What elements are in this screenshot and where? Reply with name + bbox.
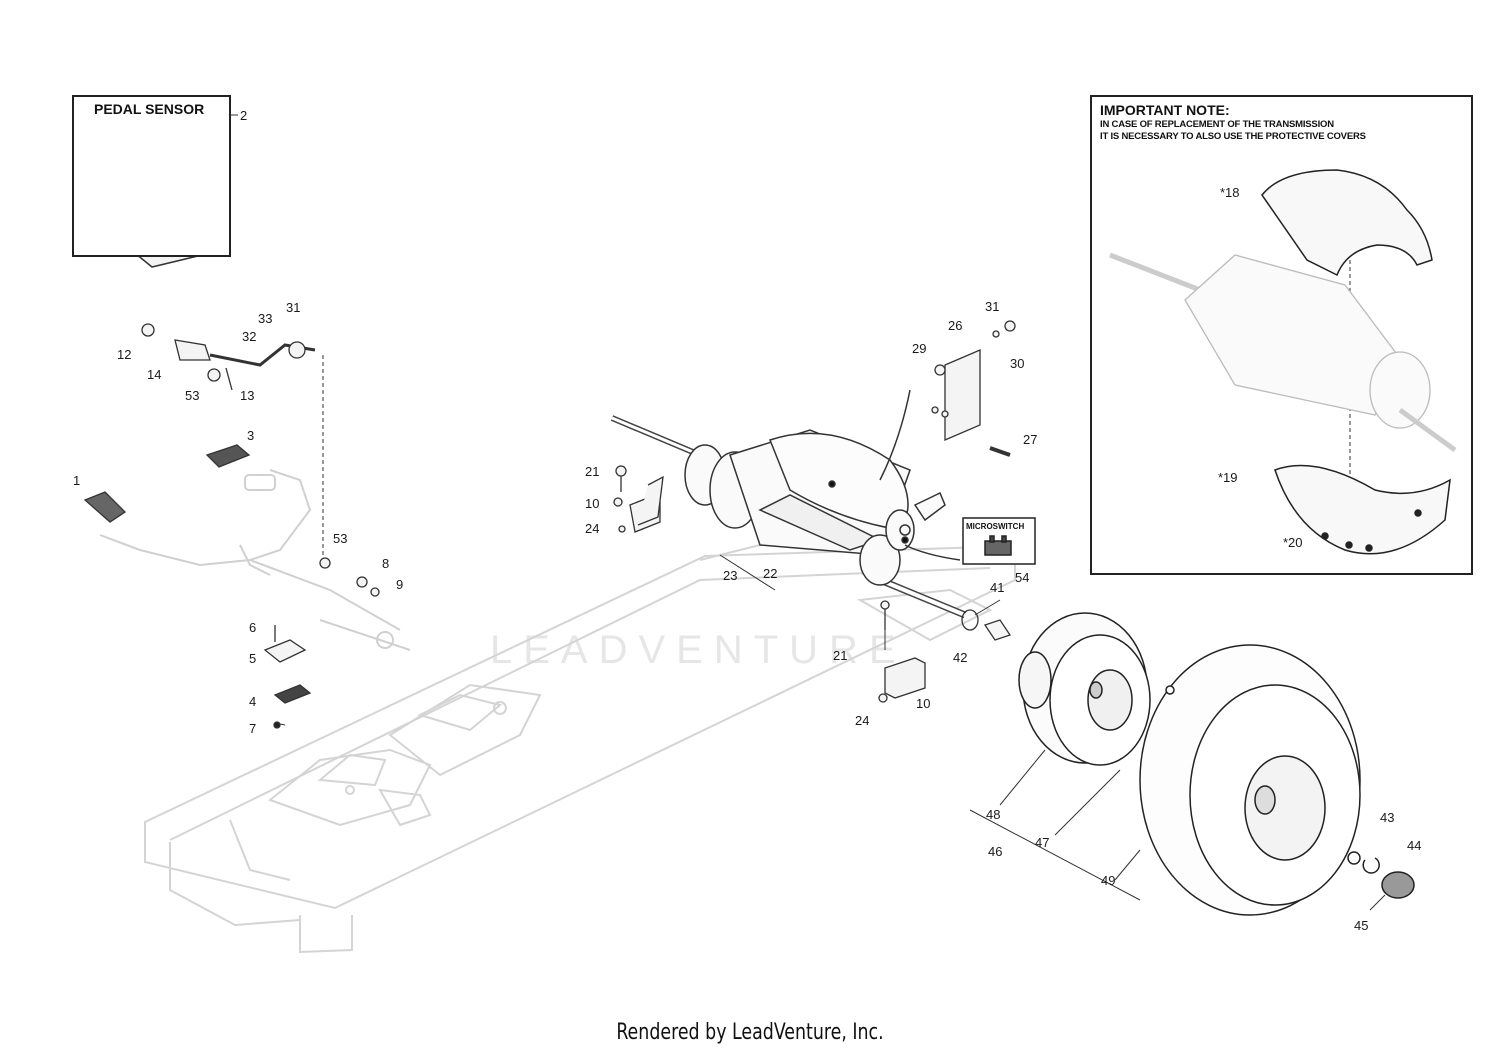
callout-27: 27 bbox=[1023, 432, 1038, 447]
footer-credit: Rendered by LeadVenture, Inc. bbox=[616, 1020, 884, 1045]
callout-12: 12 bbox=[117, 347, 132, 362]
callout-26: 26 bbox=[948, 318, 963, 333]
callout-10a: 10 bbox=[585, 496, 600, 511]
important-note-box: IMPORTANT NOTE: IN CASE OF REPLACEMENT O… bbox=[1090, 95, 1473, 575]
pedal-sensor-box: PEDAL SENSOR bbox=[72, 95, 231, 257]
transmission-cover-inset bbox=[1109, 252, 1457, 453]
bushing-washer bbox=[961, 609, 1012, 641]
callout-43: 43 bbox=[1380, 810, 1395, 825]
callout-29: 29 bbox=[912, 341, 927, 356]
callout-33: 33 bbox=[258, 311, 273, 326]
callout-3: 3 bbox=[247, 428, 255, 443]
callout-19: *19 bbox=[1218, 470, 1238, 485]
transaxle-drawing bbox=[610, 389, 967, 619]
callout-41: 41 bbox=[990, 580, 1005, 595]
callout-30: 30 bbox=[1010, 356, 1025, 371]
callout-47: 47 bbox=[1035, 835, 1050, 850]
callout-21a: 21 bbox=[585, 464, 600, 479]
callout-54: 54 bbox=[1015, 570, 1030, 585]
callout-24b: 24 bbox=[855, 713, 870, 728]
callout-53b: 53 bbox=[333, 531, 348, 546]
linkage-rod bbox=[83, 323, 380, 729]
callout-20: *20 bbox=[1283, 535, 1303, 550]
protective-covers bbox=[1261, 169, 1451, 555]
microswitch-inset bbox=[962, 517, 1036, 565]
callout-32: 32 bbox=[242, 329, 257, 344]
callout-49: 49 bbox=[1101, 873, 1116, 888]
callout-44: 44 bbox=[1407, 838, 1422, 853]
wheel-drawing bbox=[1018, 612, 1415, 916]
brackets bbox=[613, 320, 1016, 703]
callout-23: 23 bbox=[723, 568, 738, 583]
callout-6: 6 bbox=[249, 620, 257, 635]
callout-1: 1 bbox=[73, 473, 81, 488]
important-note-line-1: IN CASE OF REPLACEMENT OF THE TRANSMISSI… bbox=[1100, 119, 1334, 130]
callout-13: 13 bbox=[240, 388, 255, 403]
callout-18: *18 bbox=[1220, 185, 1240, 200]
pedal-sensor-title: PEDAL SENSOR bbox=[94, 101, 205, 117]
callout-7: 7 bbox=[249, 721, 257, 736]
callout-8: 8 bbox=[382, 556, 390, 571]
callout-53a: 53 bbox=[185, 388, 200, 403]
callout-45: 45 bbox=[1354, 918, 1369, 933]
callout-9: 9 bbox=[396, 577, 404, 592]
callout-21b: 21 bbox=[833, 648, 848, 663]
callout-22: 22 bbox=[763, 566, 778, 581]
important-note-title: IMPORTANT NOTE: bbox=[1100, 102, 1230, 118]
callout-4: 4 bbox=[249, 694, 257, 709]
callout-14: 14 bbox=[147, 367, 162, 382]
callout-42: 42 bbox=[953, 650, 968, 665]
pedal-linkage bbox=[99, 469, 411, 651]
callout-5: 5 bbox=[249, 651, 257, 666]
microswitch-label: MICROSWITCH bbox=[966, 522, 1025, 531]
callout-10b: 10 bbox=[916, 696, 931, 711]
callout-31a: 31 bbox=[286, 300, 301, 315]
callout-24a: 24 bbox=[585, 521, 600, 536]
chassis-frame bbox=[144, 544, 1016, 954]
callout-46: 46 bbox=[988, 844, 1003, 859]
callout-2: 2 bbox=[240, 108, 248, 123]
important-note-line-2: IT IS NECESSARY TO ALSO USE THE PROTECTI… bbox=[1100, 131, 1366, 142]
callout-31b: 31 bbox=[985, 299, 1000, 314]
callout-48: 48 bbox=[986, 807, 1001, 822]
